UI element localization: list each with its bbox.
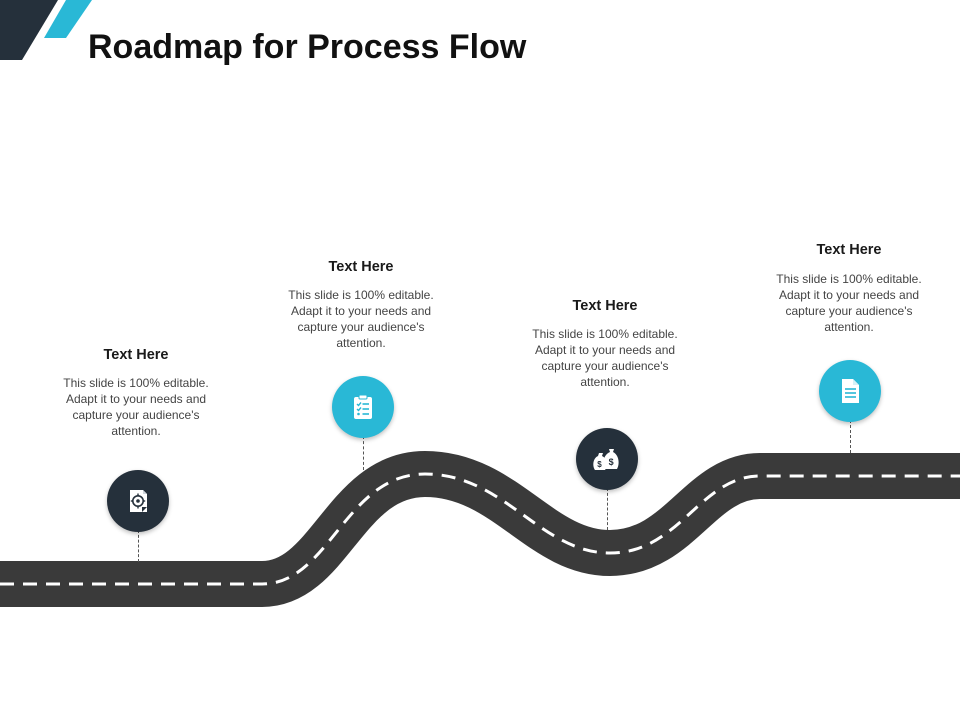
step-3-connector [607, 488, 608, 530]
step-4-heading: Text Here [816, 242, 882, 258]
document-icon [842, 379, 859, 403]
step-1-heading: Text Here [103, 347, 169, 363]
corner-accent-shape [44, 0, 92, 38]
step-2-connector [363, 436, 364, 470]
svg-text:$: $ [597, 460, 602, 469]
step-2-circle [332, 376, 394, 438]
step-3-text: This slide is 100% editable. Adapt it to… [532, 327, 678, 389]
step-3-heading: Text Here [572, 298, 638, 314]
step-1-circle [107, 470, 169, 532]
svg-text:$: $ [609, 457, 614, 467]
step-3-circle: $ $ [576, 428, 638, 490]
step-4-circle [819, 360, 881, 422]
step-4-connector [850, 420, 851, 453]
step-2-heading: Text Here [328, 259, 394, 275]
step-4-text: This slide is 100% editable. Adapt it to… [776, 272, 922, 334]
road-lane-marking [0, 472, 960, 586]
target-document-icon [130, 490, 147, 512]
step-1-text: This slide is 100% editable. Adapt it to… [63, 376, 209, 438]
page-title: Roadmap for Process Flow [88, 28, 527, 66]
step-2-text: This slide is 100% editable. Adapt it to… [288, 288, 434, 350]
clipboard-checklist-icon [354, 394, 372, 419]
corner-dark-shape [0, 0, 58, 60]
step-1-connector [138, 530, 139, 562]
money-bags-icon: $ $ [593, 449, 619, 470]
corner-decoration [0, 0, 92, 60]
